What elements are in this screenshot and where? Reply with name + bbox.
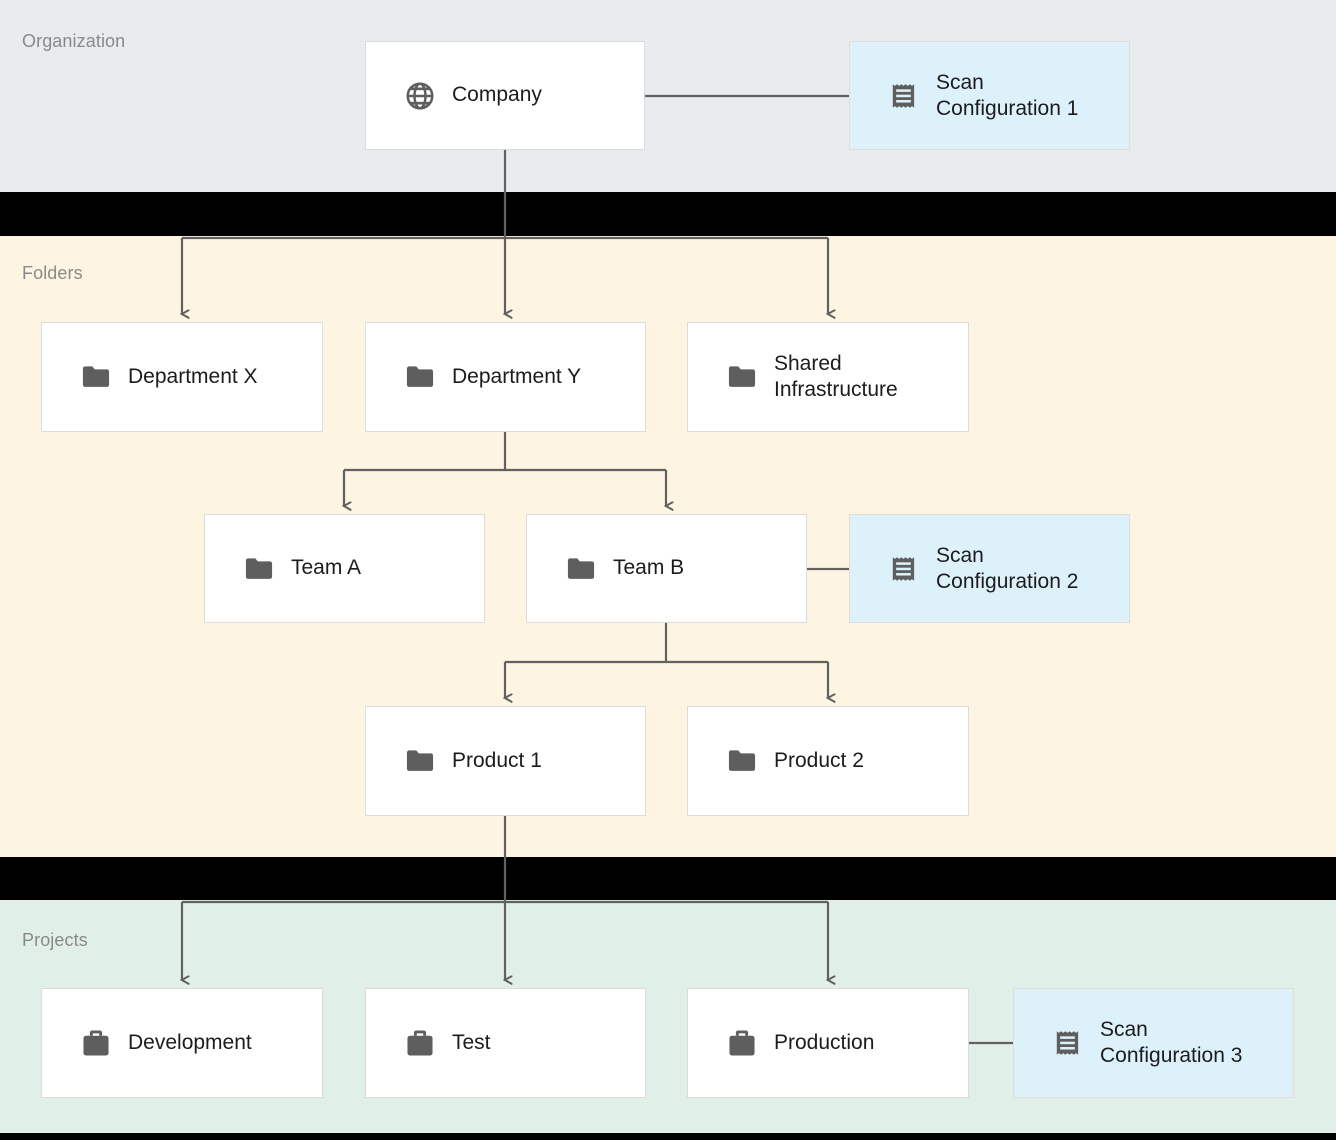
globe-icon xyxy=(404,80,436,112)
folder-icon xyxy=(404,361,436,393)
node-scan-configuration-2[interactable]: Scan Configuration 2 xyxy=(849,514,1130,623)
node-team-b[interactable]: Team B xyxy=(526,514,807,623)
briefcase-icon xyxy=(726,1027,758,1059)
briefcase-icon xyxy=(80,1027,112,1059)
node-label: Production xyxy=(774,1030,875,1054)
node-team-a[interactable]: Team A xyxy=(204,514,485,623)
node-label: Team A xyxy=(291,556,362,580)
node-scan-configuration-1[interactable]: Scan Configuration 1 xyxy=(849,41,1130,150)
node-label: Company xyxy=(452,83,542,107)
receipt-icon xyxy=(1052,1027,1084,1059)
folder-icon xyxy=(80,361,112,393)
node-label: Product 1 xyxy=(452,748,542,772)
node-development[interactable]: Development xyxy=(41,988,323,1098)
node-label: Department Y xyxy=(452,364,582,388)
swimlane-label-organization: Organization xyxy=(22,31,126,51)
node-label: Scan Configuration 3 xyxy=(1100,1018,1243,1067)
node-department-x[interactable]: Department X xyxy=(41,322,323,432)
node-label: Product 2 xyxy=(774,748,864,772)
node-test[interactable]: Test xyxy=(365,988,646,1098)
node-company[interactable]: Company xyxy=(365,41,645,150)
node-label: Department X xyxy=(128,364,258,388)
node-product-2[interactable]: Product 2 xyxy=(687,706,969,816)
node-shared-infrastructure[interactable]: Shared Infrastructure xyxy=(687,322,969,432)
folder-icon xyxy=(726,745,758,777)
folder-icon xyxy=(243,553,275,585)
receipt-icon xyxy=(888,80,920,112)
node-label: Development xyxy=(128,1030,252,1054)
node-label: Test xyxy=(452,1030,491,1054)
node-scan-configuration-3[interactable]: Scan Configuration 3 xyxy=(1013,988,1294,1098)
swimlane-label-folders: Folders xyxy=(22,263,83,283)
folder-icon xyxy=(404,745,436,777)
folder-icon xyxy=(726,361,758,393)
node-label: Scan Configuration 2 xyxy=(936,543,1079,593)
node-product-1[interactable]: Product 1 xyxy=(365,706,646,816)
swimlane-organization xyxy=(0,0,1336,192)
receipt-icon xyxy=(888,553,920,585)
swimlane-label-projects: Projects xyxy=(22,930,88,950)
node-label: Team B xyxy=(613,556,685,580)
folder-icon xyxy=(565,553,597,585)
node-production[interactable]: Production xyxy=(687,988,969,1098)
briefcase-icon xyxy=(404,1027,436,1059)
node-department-y[interactable]: Department Y xyxy=(365,322,646,432)
node-label: Shared Infrastructure xyxy=(774,352,898,401)
node-label: Scan Configuration 1 xyxy=(936,70,1079,120)
